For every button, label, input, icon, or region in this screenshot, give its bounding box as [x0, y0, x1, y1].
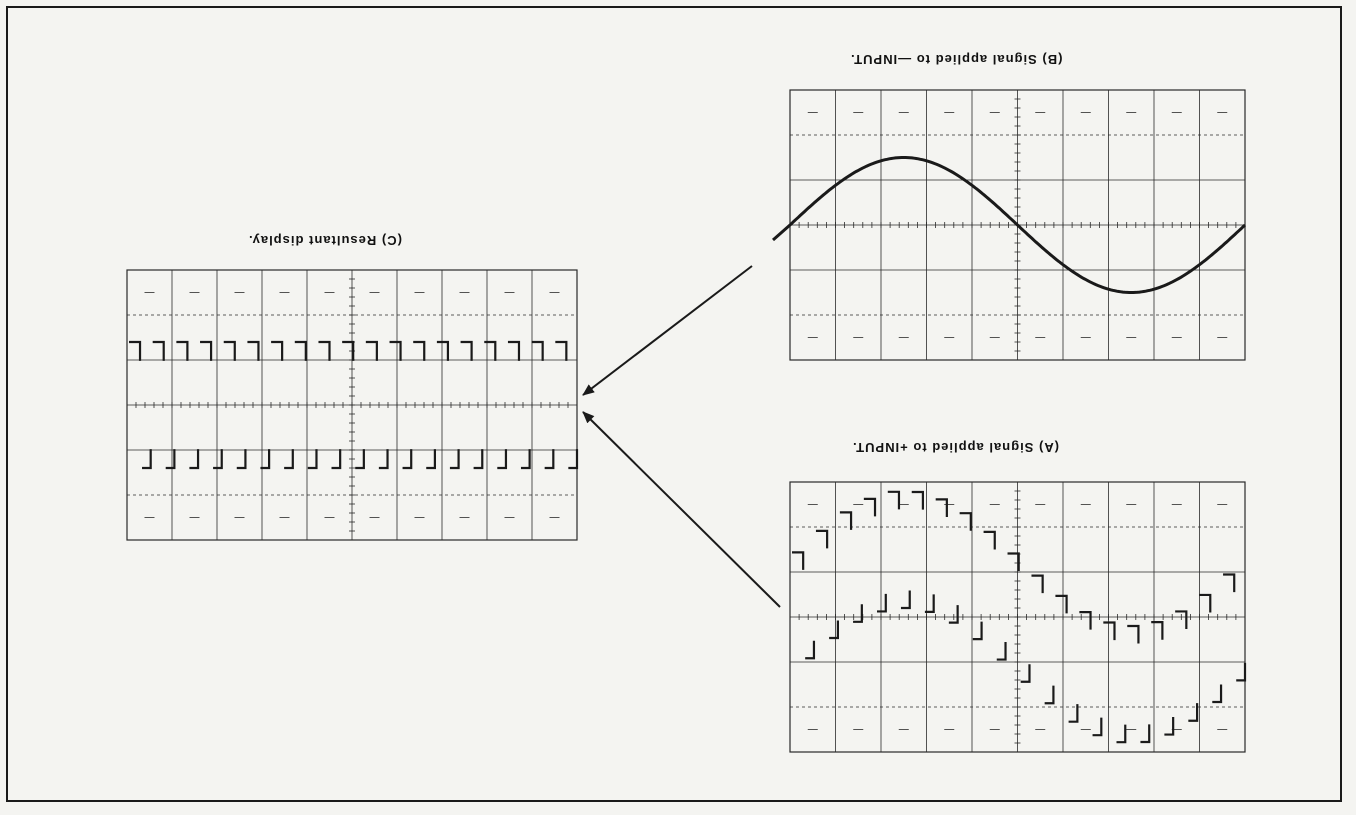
square-wave-trace [129, 340, 579, 470]
graticule-a [789, 481, 1247, 753]
graticule-c [126, 269, 579, 541]
combined-trace [792, 490, 1247, 744]
sine-trace [772, 156, 1247, 294]
arrow-from-b [582, 265, 753, 396]
graticule-b [772, 89, 1247, 361]
figure-border [6, 6, 1342, 802]
arrow-from-a [582, 411, 781, 608]
